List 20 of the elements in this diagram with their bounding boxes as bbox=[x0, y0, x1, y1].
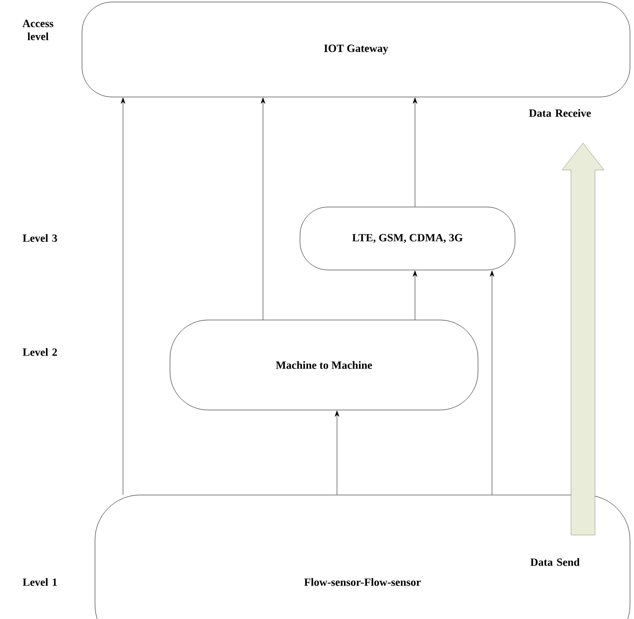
node-label: IOT Gateway bbox=[324, 44, 388, 54]
arrow bbox=[334, 410, 340, 495]
arrow bbox=[490, 270, 494, 495]
level-label: Level 1 bbox=[22, 578, 57, 586]
level-label: Level 3 bbox=[22, 234, 58, 242]
rounded-box bbox=[82, 2, 630, 98]
node-label: LTE, GSM, CDMA, 3G bbox=[352, 234, 463, 243]
arrow bbox=[260, 98, 266, 320]
rounded-box bbox=[170, 320, 478, 410]
rounded-box bbox=[94, 494, 630, 619]
rounded-box bbox=[300, 206, 516, 270]
arrow bbox=[412, 270, 418, 320]
level-label: Data Send bbox=[530, 558, 580, 566]
arrow bbox=[412, 98, 418, 207]
node-label: Flow-sensor-Flow-sensor bbox=[304, 578, 421, 586]
node-label: Machine to Machine bbox=[276, 361, 372, 369]
level-label: Level 2 bbox=[22, 348, 57, 356]
level-label: Access level bbox=[22, 20, 54, 40]
arrow bbox=[120, 98, 126, 495]
level-label: Data Receive bbox=[529, 109, 591, 117]
